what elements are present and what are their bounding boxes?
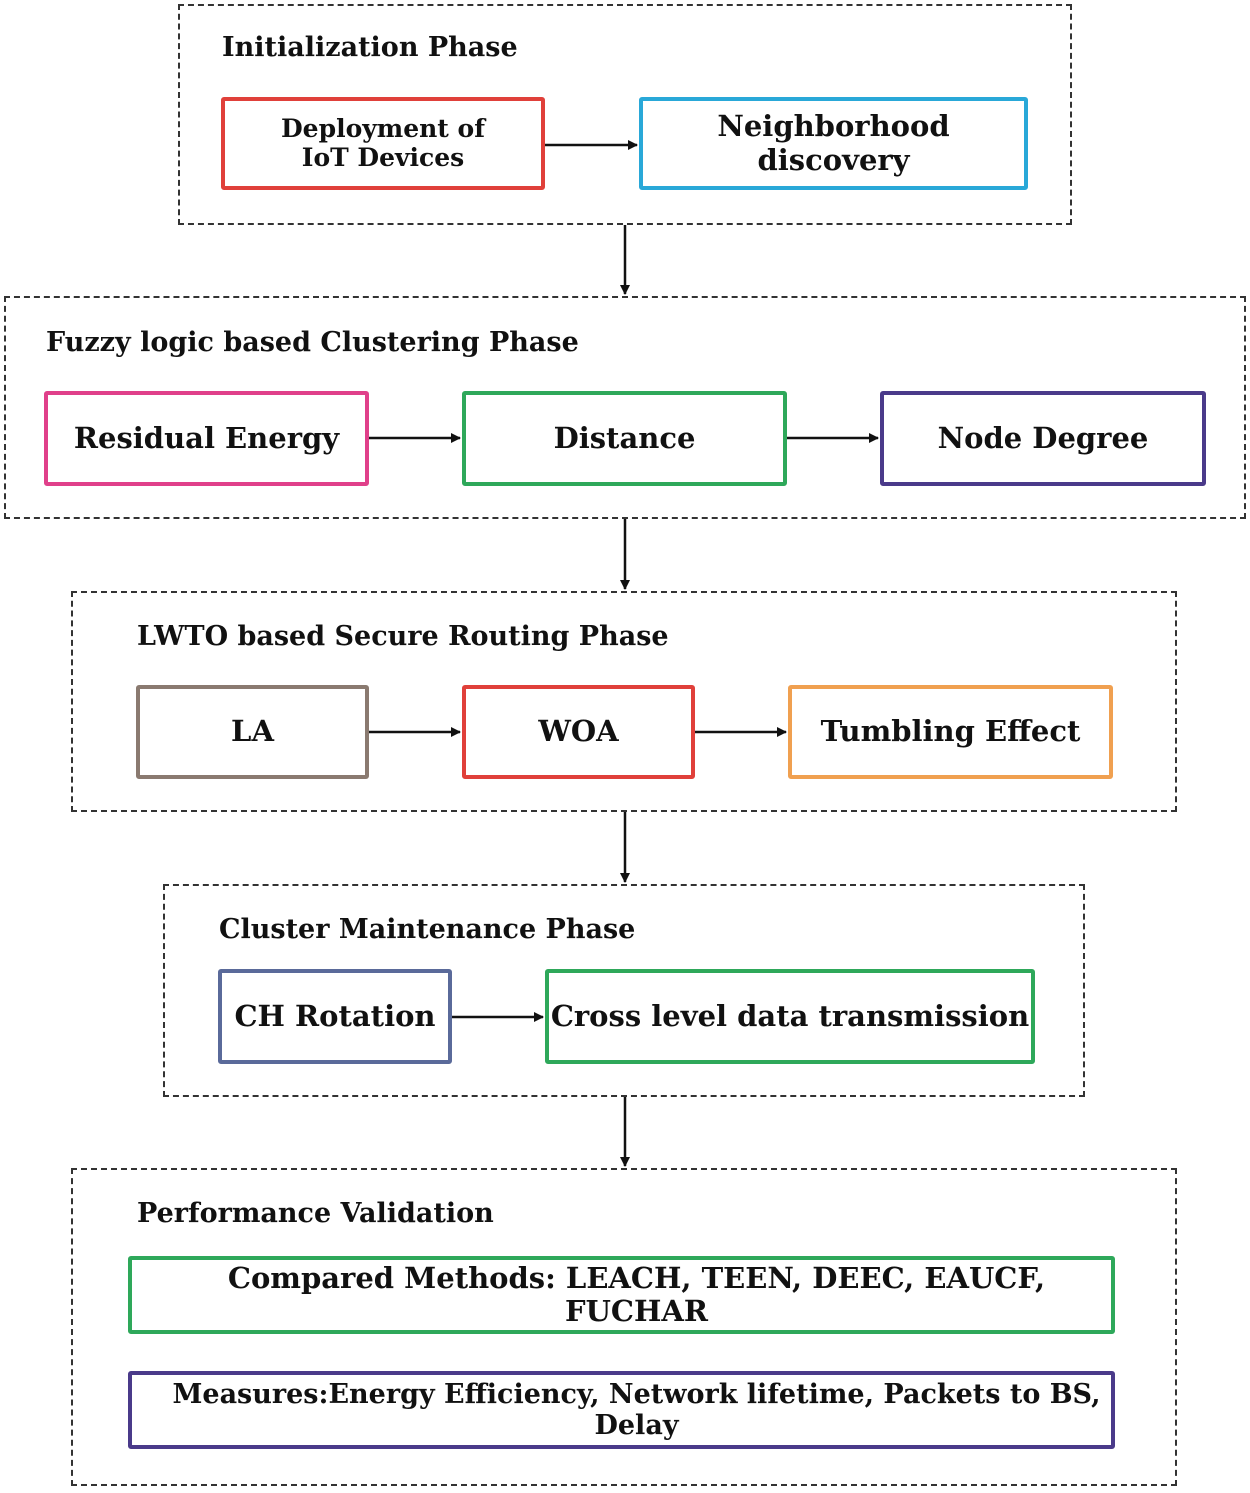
box-cross-level-data-transmission: Cross level data transmission: [545, 969, 1035, 1064]
phase-title-clustering: Fuzzy logic based Clustering Phase: [46, 327, 579, 358]
box-la: LA: [136, 685, 369, 779]
box-compared-methods: Compared Methods: LEACH, TEEN, DEEC, EAU…: [128, 1256, 1115, 1334]
phase-routing: [71, 591, 1177, 812]
box-node-degree: Node Degree: [880, 391, 1206, 486]
box-deployment-of-iot-devices: Deployment of IoT Devices: [221, 97, 545, 190]
box-ch-rotation: CH Rotation: [218, 969, 452, 1064]
phase-title-validation: Performance Validation: [137, 1198, 494, 1229]
phase-validation: [71, 1168, 1177, 1486]
box-distance: Distance: [462, 391, 787, 486]
phase-initialization: [178, 4, 1072, 225]
box-woa: WOA: [462, 685, 695, 779]
phase-clustering: [4, 296, 1246, 519]
phase-title-routing: LWTO based Secure Routing Phase: [137, 621, 669, 652]
phase-maintenance: [163, 884, 1085, 1097]
box-residual-energy: Residual Energy: [44, 391, 369, 486]
box-neighborhood-discovery: Neighborhood discovery: [639, 97, 1028, 190]
box-measures: Measures:Energy Efficiency, Network life…: [128, 1371, 1115, 1449]
box-tumbling-effect: Tumbling Effect: [788, 685, 1113, 779]
phase-title-maintenance: Cluster Maintenance Phase: [219, 914, 636, 945]
phase-title-initialization: Initialization Phase: [222, 32, 518, 63]
